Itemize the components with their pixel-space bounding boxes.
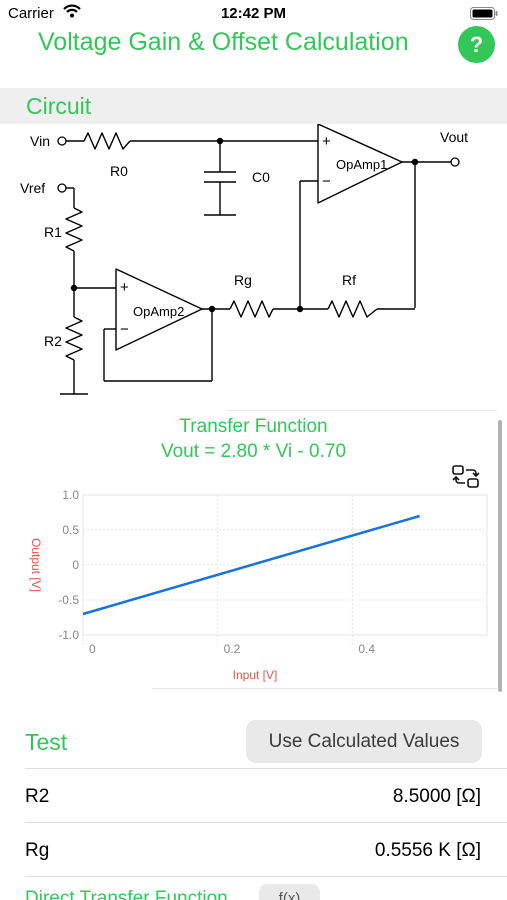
opamp2-plus: +: [120, 279, 129, 296]
circuit-section-title: Circuit: [26, 93, 92, 119]
resistor-r0: [83, 132, 131, 150]
r2-row-label: R2: [25, 786, 50, 807]
y-tick-label: -1.0: [58, 628, 79, 642]
vref-terminal: [57, 183, 67, 193]
r2-row-value[interactable]: 8.5000 [Ω]: [392, 786, 481, 807]
divider: [152, 688, 497, 689]
direct-transfer-function-title: Direct Transfer Function: [25, 888, 228, 900]
opamp2-symbol: [115, 268, 203, 351]
chart-title: Transfer Function: [179, 416, 328, 437]
opamp1-plus: +: [322, 133, 331, 150]
series-line: [82, 514, 421, 616]
opamp1-minus: −: [322, 173, 331, 190]
x-tick-label: 0.2: [224, 642, 241, 656]
c0-label: C0: [252, 169, 270, 185]
y-tick-label: -0.5: [58, 593, 79, 607]
vin-label: Vin: [30, 133, 50, 149]
opamp1-symbol: [317, 124, 403, 204]
resistor-rg: [229, 300, 274, 318]
vin-terminal: [57, 136, 67, 146]
carrier-label: Carrier: [8, 5, 54, 22]
page-title: Voltage Gain & Offset Calculation: [38, 28, 409, 56]
transfer-function-panel: Transfer Function Vout = 2.80 * Vi - 0.7…: [0, 410, 507, 710]
x-tick-label: 0: [89, 642, 96, 656]
y-axis-label: Output [V]: [29, 538, 43, 592]
help-button[interactable]: ?: [458, 26, 495, 63]
test-section-title: Test: [25, 729, 68, 755]
resistor-r2: [65, 316, 83, 361]
y-tick-label: 0: [72, 558, 79, 572]
rg-row-value[interactable]: 0.5556 K [Ω]: [374, 840, 481, 861]
wifi-icon: [63, 4, 81, 18]
rg-row-label: Rg: [25, 840, 50, 861]
circuit-section-header: Circuit: [0, 88, 507, 124]
r0-label: R0: [110, 163, 128, 179]
status-bar: Carrier 12:42 PM: [0, 0, 507, 28]
swap-icon[interactable]: [451, 464, 481, 490]
vref-label: Vref: [20, 180, 45, 196]
rg-label: Rg: [234, 272, 252, 288]
resistor-r1: [65, 207, 83, 252]
opamp1-label: OpAmp1: [336, 157, 387, 172]
circuit-diagram: Vin Vref Vout R0 C0 R1 R2 Rg Rf OpAmp1 O…: [20, 124, 468, 395]
divider: [25, 876, 507, 877]
rf-label: Rf: [342, 272, 356, 288]
vout-terminal: [450, 157, 460, 167]
r2-label: R2: [44, 333, 62, 349]
y-tick-label: 0.5: [62, 523, 79, 537]
status-time: 12:42 PM: [220, 5, 287, 22]
opamp2-label: OpAmp2: [133, 304, 184, 319]
opamp2-minus: −: [120, 321, 129, 338]
divider: [25, 768, 507, 769]
x-axis-label: Input [V]: [233, 668, 278, 682]
use-calculated-values-button[interactable]: Use Calculated Values: [246, 720, 482, 763]
vout-label: Vout: [440, 129, 468, 145]
battery-icon: [470, 7, 498, 20]
resistor-rf: [327, 300, 378, 318]
divider: [227, 410, 497, 411]
divider: [25, 822, 507, 823]
scrollbar[interactable]: [498, 420, 502, 692]
r1-label: R1: [44, 224, 62, 240]
y-tick-label: 1.0: [62, 488, 79, 502]
chart-subtitle: Vout = 2.80 * Vi - 0.70: [160, 441, 347, 462]
fx-button[interactable]: f(x): [259, 884, 320, 900]
x-tick-label: 0.4: [358, 642, 375, 656]
